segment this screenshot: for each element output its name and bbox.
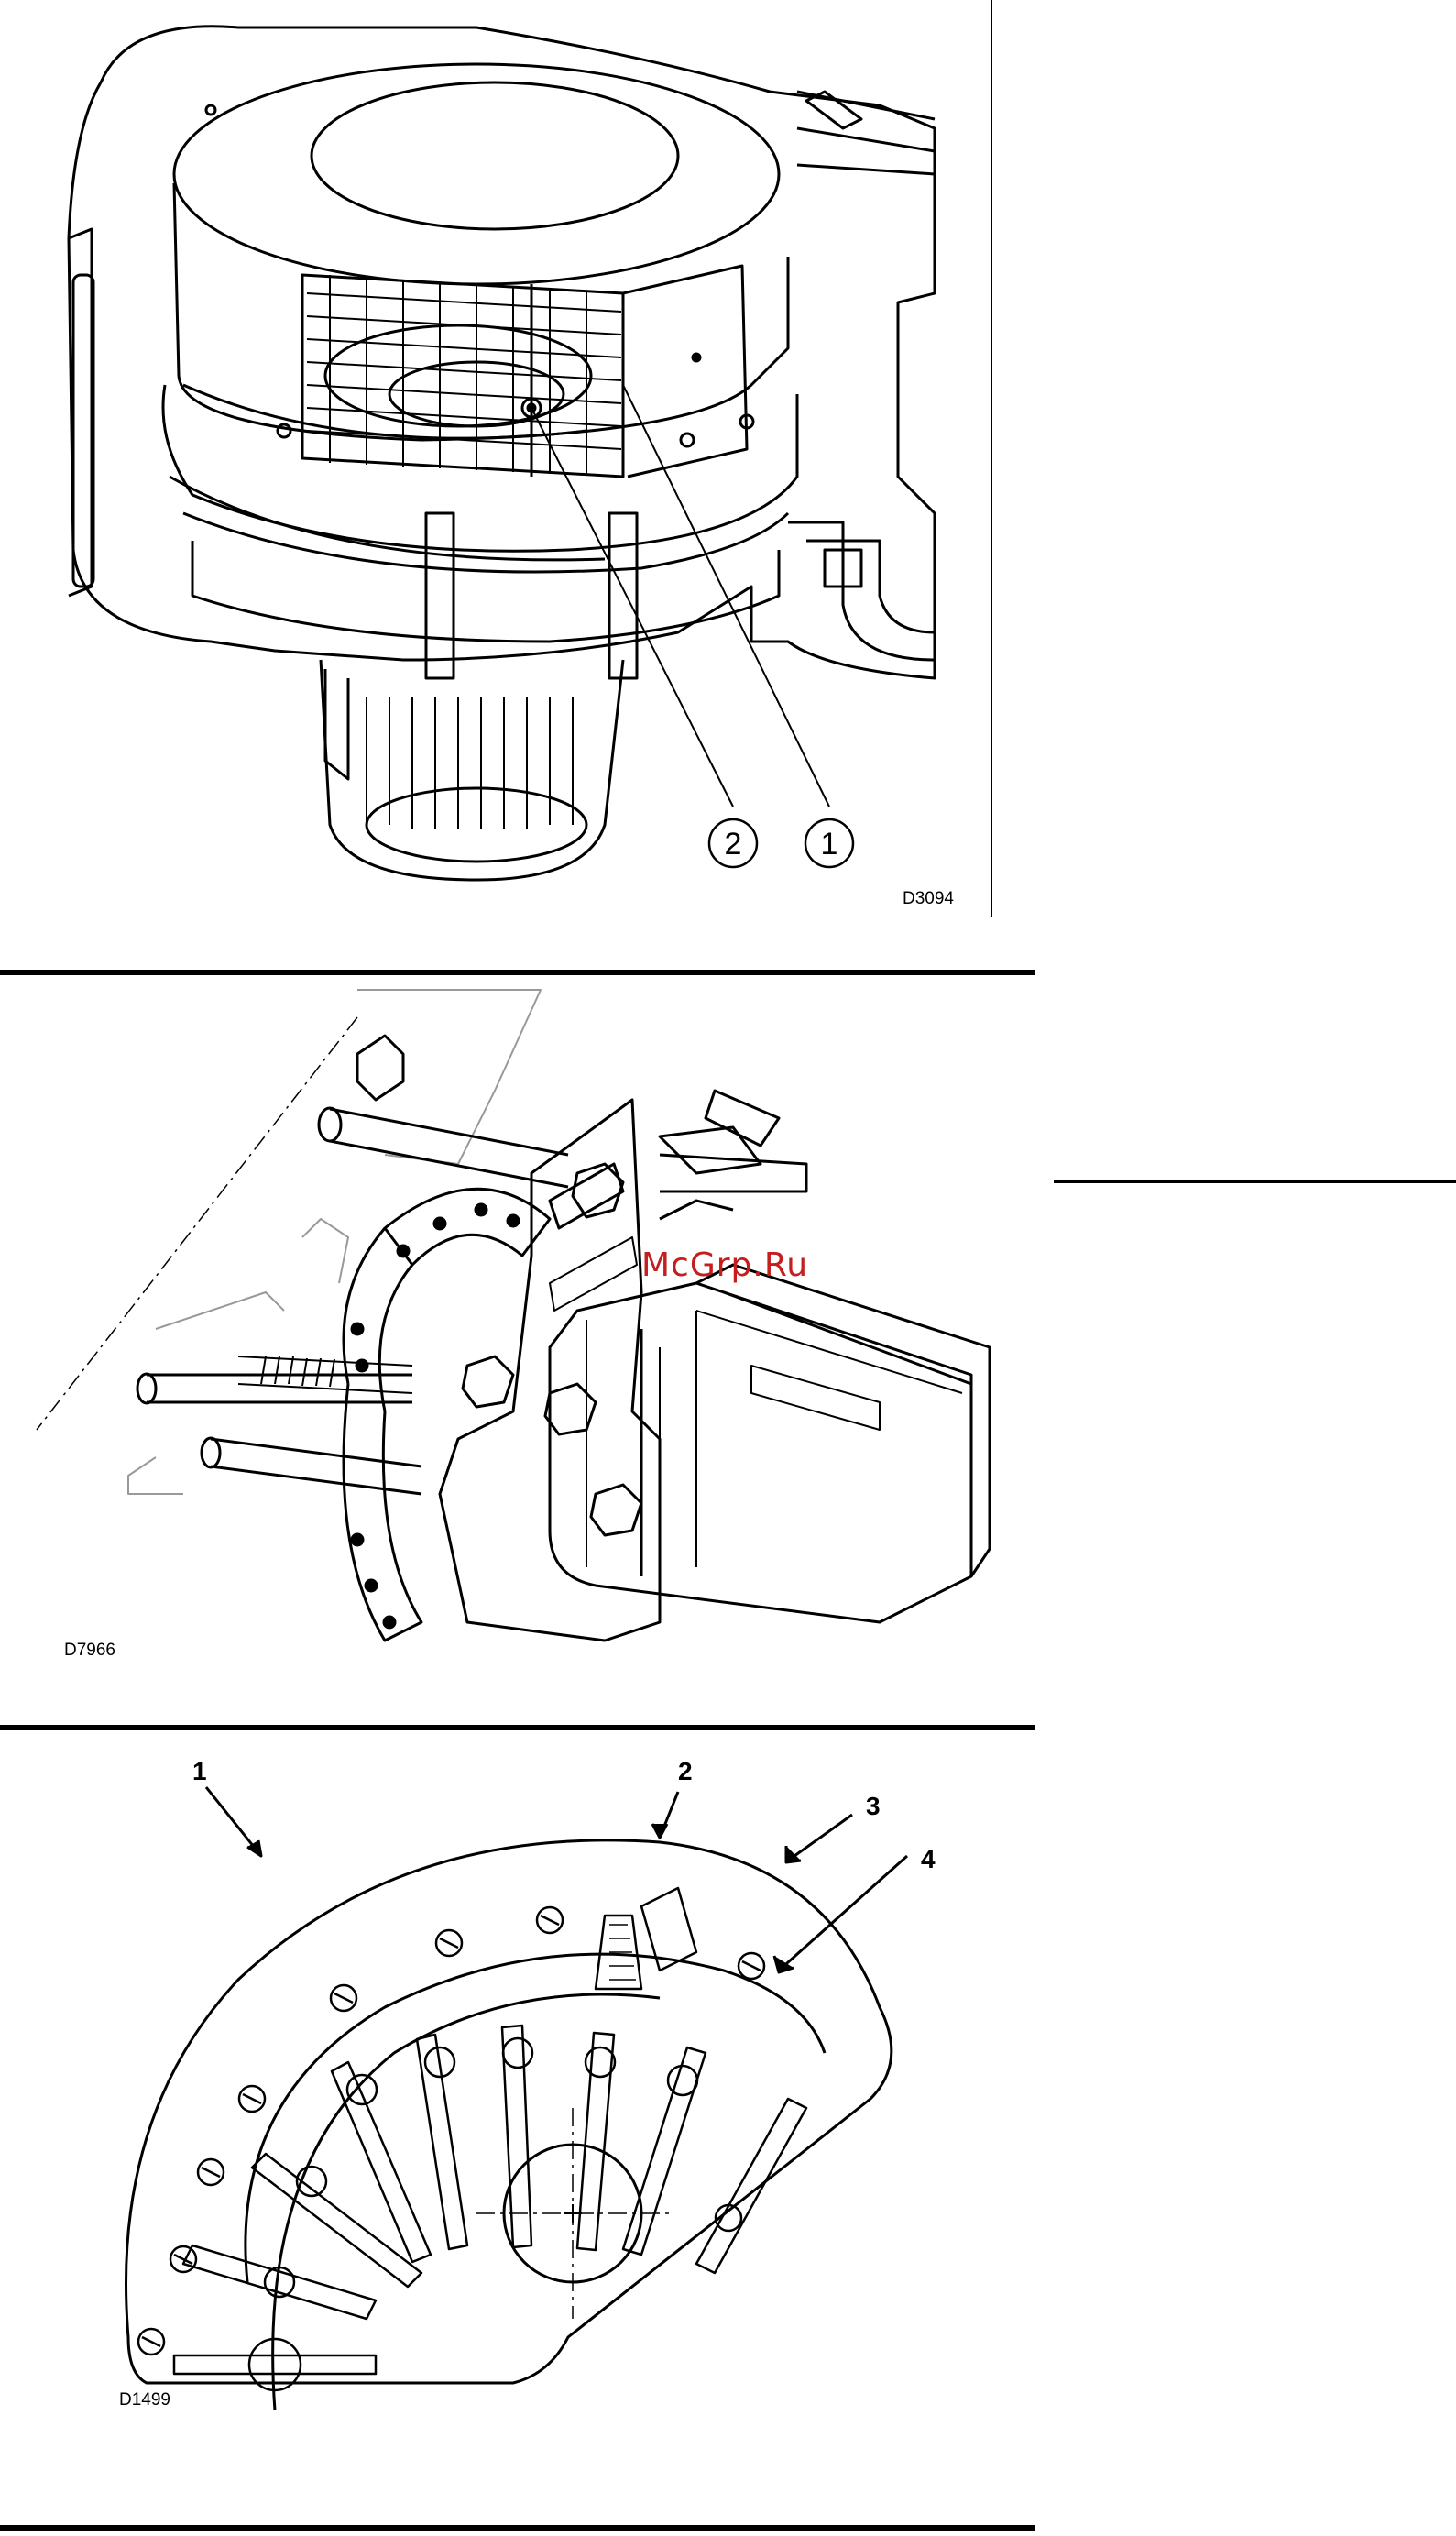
figure-burner-hinge: McGrp.Ru D7966 xyxy=(0,981,1035,1714)
section-divider xyxy=(0,970,1035,975)
watermark: McGrp.Ru xyxy=(641,1246,808,1284)
callout-2: 2 xyxy=(725,827,742,862)
callout-3: 3 xyxy=(866,1792,881,1820)
figure-nozzle-ring: 1 2 3 4 D1499 xyxy=(0,1732,1035,2465)
figure-code: D3094 xyxy=(903,889,954,909)
nozzle-ring-drawing: 1 2 3 4 xyxy=(0,1732,1035,2465)
callout-1: 1 xyxy=(192,1757,207,1785)
figure-burner-fan: 2 1 D3094 xyxy=(0,0,1008,917)
burner-hinge-drawing xyxy=(0,981,1035,1714)
side-divider xyxy=(1054,1180,1456,1183)
section-divider xyxy=(0,1725,1035,1730)
figure-code: D1499 xyxy=(119,2390,170,2410)
callout-2: 2 xyxy=(678,1757,693,1785)
callout-1: 1 xyxy=(821,827,838,862)
callout-4: 4 xyxy=(921,1845,936,1873)
figure-code: D7966 xyxy=(64,1641,115,1661)
burner-fan-drawing: 2 1 xyxy=(0,0,1008,917)
section-divider xyxy=(0,2525,1035,2531)
